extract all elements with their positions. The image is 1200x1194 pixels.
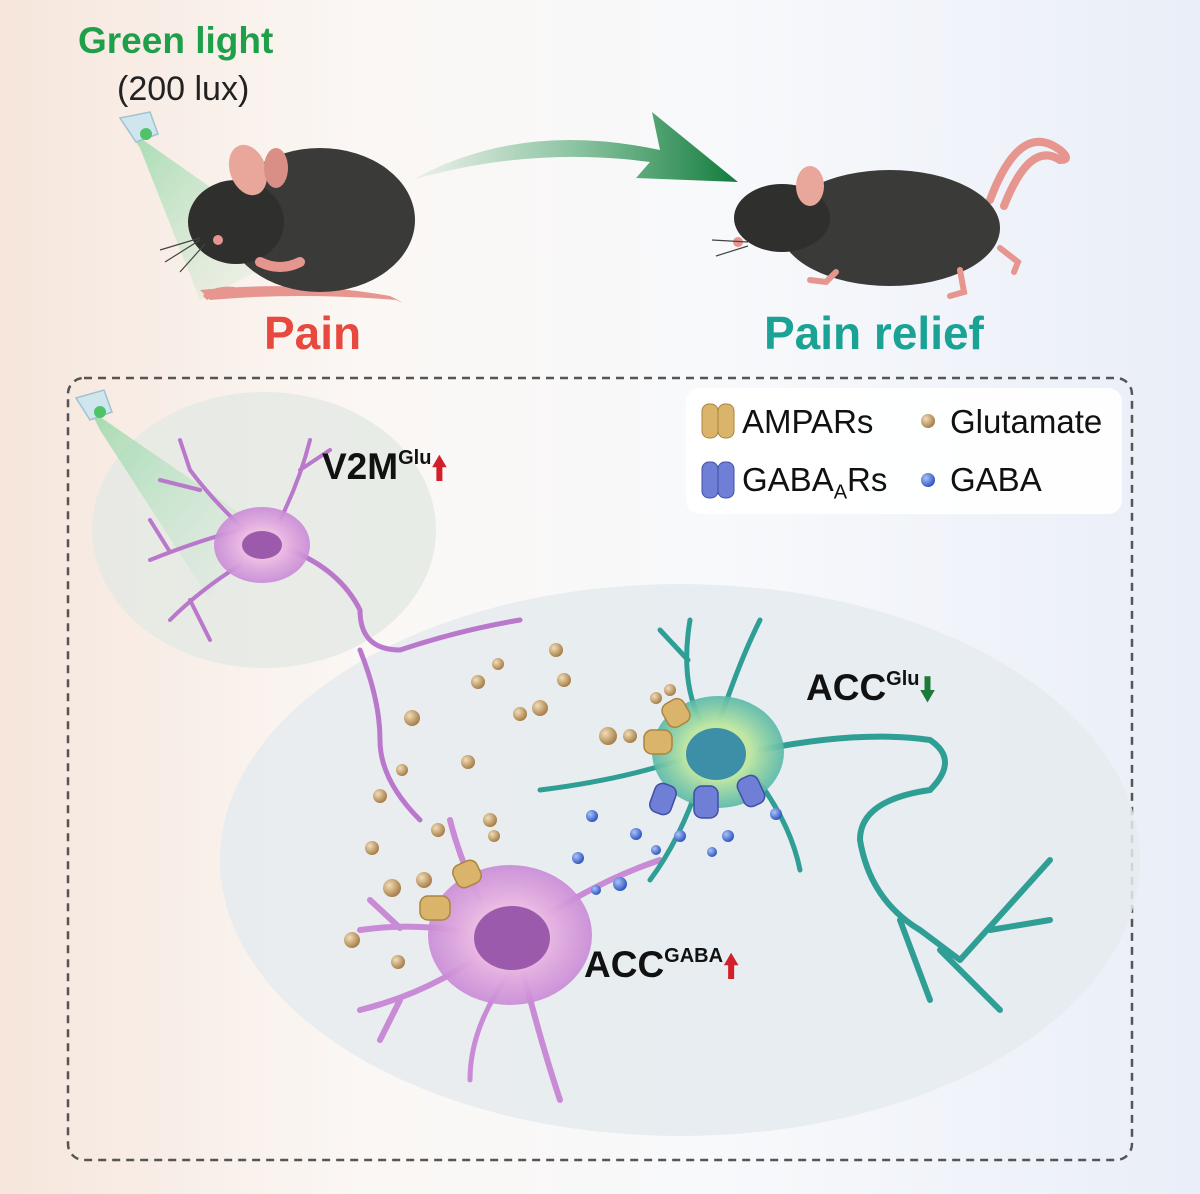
glutamate-particle bbox=[416, 872, 432, 888]
legend-gabaars-label: GABAARs bbox=[742, 461, 887, 505]
glutamate-particle bbox=[650, 692, 662, 704]
glutamate-particle bbox=[623, 729, 637, 743]
legend-gaba-icon bbox=[921, 473, 935, 487]
light-source-icon bbox=[74, 389, 250, 600]
ampa-receptor bbox=[643, 729, 673, 755]
glutamate-particle bbox=[557, 673, 571, 687]
v2m-sup: Glu bbox=[398, 447, 432, 469]
glutamate-particle bbox=[488, 830, 500, 842]
gabaa-receptor bbox=[693, 785, 719, 819]
glutamate-particle bbox=[549, 643, 563, 657]
light-label: Green light bbox=[78, 20, 274, 61]
glutamate-particle bbox=[471, 675, 485, 689]
glutamate-particle bbox=[391, 955, 405, 969]
gaba-particle bbox=[722, 830, 734, 842]
transition-arrow bbox=[412, 112, 738, 182]
gaba-particle bbox=[572, 852, 584, 864]
gaba-particle bbox=[591, 885, 601, 895]
gaba-particle bbox=[770, 808, 782, 820]
legend-glutamate-icon bbox=[921, 414, 935, 428]
glutamate-particle bbox=[431, 823, 445, 837]
light-intensity: (200 lux) bbox=[117, 70, 250, 108]
gaba-particle bbox=[674, 830, 686, 842]
v2m-nucleus bbox=[242, 531, 282, 559]
glutamate-particle bbox=[461, 755, 475, 769]
legend-gaba-label: GABA bbox=[950, 461, 1042, 498]
glutamate-particle bbox=[344, 932, 360, 948]
acc-glu-name: ACC bbox=[806, 667, 887, 708]
ampa-receptor bbox=[452, 859, 482, 889]
down-arrow-icon: 🠛 bbox=[919, 671, 936, 707]
gabaa-receptor bbox=[649, 782, 677, 816]
acc-glu-sup: Glu bbox=[886, 668, 920, 690]
up-arrow-icon: 🠙 bbox=[723, 948, 740, 984]
mouse-in-pain-icon bbox=[159, 144, 415, 303]
gaba-particle bbox=[651, 845, 661, 855]
legend-ampa-icon bbox=[701, 403, 735, 439]
glutamate-particle bbox=[373, 789, 387, 803]
glutamate-particle bbox=[396, 764, 408, 776]
acc-gaba-nucleus bbox=[474, 906, 550, 970]
glutamate-particle bbox=[664, 684, 676, 696]
legend-ampars-label: AMPARs bbox=[742, 403, 874, 440]
gaba-particles bbox=[572, 808, 782, 895]
glutamate-particle bbox=[483, 813, 497, 827]
ampa-receptors bbox=[419, 697, 691, 921]
glutamate-particle bbox=[532, 700, 548, 716]
relieved-mouse-icon bbox=[711, 137, 1070, 299]
v2m-name: V2M bbox=[322, 446, 399, 487]
gabaa-receptors bbox=[649, 774, 766, 819]
gaba-particle bbox=[630, 828, 642, 840]
mechanism-panel bbox=[66, 376, 1134, 1162]
glutamate-particle bbox=[513, 707, 527, 721]
legend-gabaars-sub: A bbox=[833, 481, 848, 504]
glutamate-particle bbox=[365, 841, 379, 855]
glutamate-particles bbox=[344, 643, 676, 969]
acc-gaba-name: ACC bbox=[584, 944, 665, 985]
glutamate-particle bbox=[599, 727, 617, 745]
acc-region bbox=[220, 584, 1140, 1136]
v2m-label: V2MGlu🠙 bbox=[322, 446, 447, 500]
acc-glu-nucleus bbox=[686, 728, 746, 780]
gabaa-receptor bbox=[736, 774, 766, 808]
legend-box bbox=[686, 388, 1122, 514]
ampa-receptor bbox=[419, 895, 451, 921]
acc-gaba-sup: GABA bbox=[664, 945, 724, 967]
legend-gabaars-tail: Rs bbox=[847, 461, 888, 498]
acc-gaba-label: ACCGABA🠙 bbox=[584, 944, 739, 998]
legend-gabaars-main: GABA bbox=[742, 461, 834, 498]
gaba-particle bbox=[586, 810, 598, 822]
pain-label: Pain bbox=[264, 307, 362, 359]
gaba-particle bbox=[707, 847, 717, 857]
legend-glutamate-label: Glutamate bbox=[950, 403, 1103, 440]
ampa-receptor bbox=[661, 697, 691, 729]
glutamate-particle bbox=[492, 658, 504, 670]
acc-glu-label: ACCGlu🠛 bbox=[806, 667, 936, 721]
up-arrow-icon: 🠙 bbox=[431, 450, 448, 486]
glutamate-particle bbox=[404, 710, 420, 726]
glutamate-particle bbox=[383, 879, 401, 897]
relief-label: Pain relief bbox=[764, 307, 984, 359]
gaba-particle bbox=[613, 877, 627, 891]
legend-gabaa-icon bbox=[701, 461, 735, 499]
